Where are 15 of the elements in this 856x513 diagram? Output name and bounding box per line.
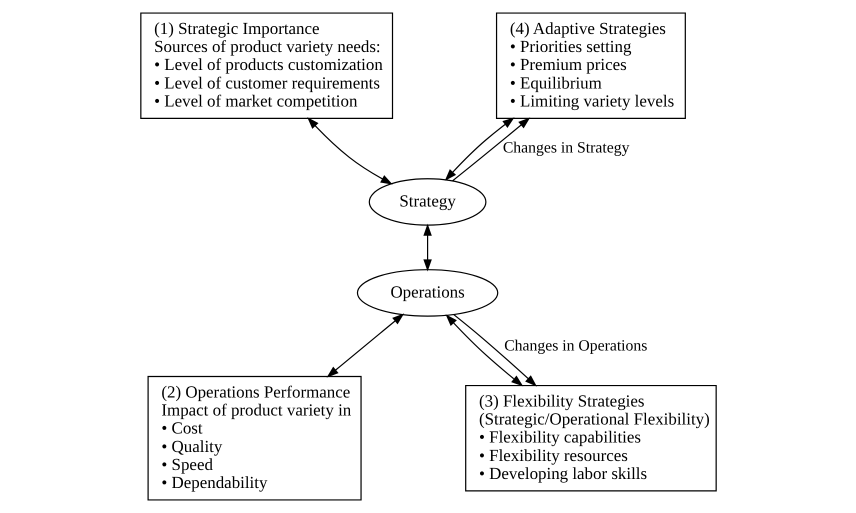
edge-label: Changes in Operations [504, 337, 647, 354]
arrow [444, 117, 514, 181]
node-box: (2) Operations Performance Impact of product variety in • Cost • Quality • Speed • Dependability [147, 376, 362, 501]
edge-label: Changes in Strategy [502, 140, 629, 157]
arrow [445, 314, 523, 386]
node-ellipse: Operations [356, 269, 498, 317]
node-box: (1) Strategic Importance Sources of product variety needs: • Level of products customization • Level of customer requirements • Level of market competition [140, 12, 393, 119]
arrow [326, 313, 404, 378]
arrow [453, 314, 536, 387]
arrow [452, 117, 530, 182]
node-box: (3) Flexibility Strategies (Strategic/Operational Flexibility) • Flexibility capabilities • Flexibility resources • Developing labor skills [464, 384, 716, 492]
arrow [306, 117, 392, 185]
node-ellipse: Strategy [368, 178, 486, 226]
node-box: (4) Adaptive Strategies • Priorities setting • Premium prices • Equilibrium • Limiting variety levels [495, 12, 686, 119]
arrow [422, 224, 432, 272]
